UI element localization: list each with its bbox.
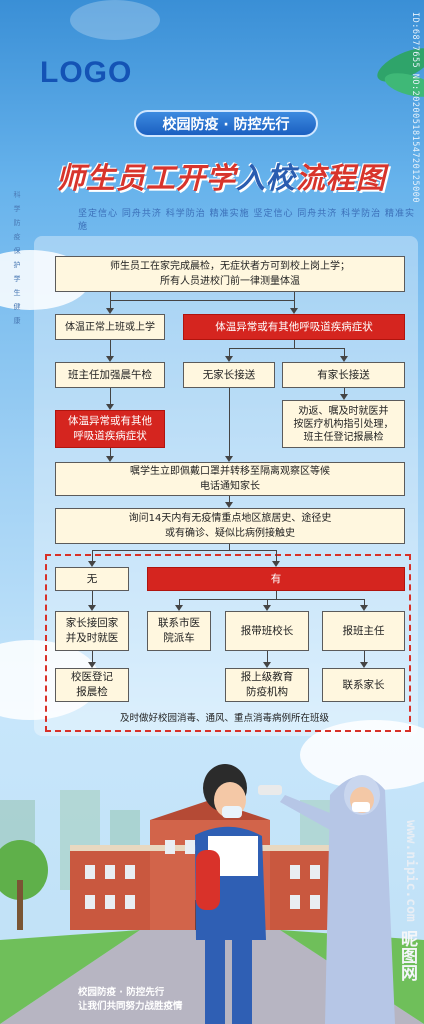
arrow: [106, 404, 114, 410]
arrow: [106, 456, 114, 462]
side-char: 学: [13, 275, 21, 283]
flow-box-with-parent: 有家长接送: [282, 362, 405, 388]
flow-box-temp-normal: 体温正常上班或上学: [55, 314, 165, 340]
arrow: [175, 605, 183, 611]
side-char: 康: [13, 317, 21, 325]
flow-box-no: 无: [55, 567, 129, 591]
flow-box-parent-pickup: 家长接回家 并及时就医: [55, 611, 129, 651]
flow-box-education-authority: 报上级教育 防疫机构: [225, 668, 309, 702]
arrow: [88, 561, 96, 567]
connector: [179, 599, 180, 605]
arrow: [340, 356, 348, 362]
flow-box-no-parent: 无家长接送: [183, 362, 275, 388]
arrow: [225, 502, 233, 508]
arrow: [263, 605, 271, 611]
connector: [229, 544, 230, 550]
footer-slogan: 校园防疫 · 防控先行 让我们共同努力战胜疫情: [78, 986, 183, 1014]
site-watermark: www.nipic.com: [403, 820, 418, 922]
side-vertical-text: 科学防疫保护学生健康: [12, 188, 22, 328]
connector: [276, 550, 277, 561]
cloud: [70, 0, 160, 40]
arrow: [106, 356, 114, 362]
flow-box-yes: 有: [147, 567, 405, 591]
flow-box-hospital: 联系市医 院派车: [147, 611, 211, 651]
connector: [276, 591, 277, 599]
connector: [110, 448, 111, 456]
connector: [344, 388, 345, 394]
arrow: [360, 605, 368, 611]
footer-line: 让我们共同努力战胜疫情: [78, 1001, 183, 1012]
arrow: [263, 662, 271, 668]
connector: [92, 550, 276, 551]
arrow: [340, 394, 348, 400]
connector: [344, 348, 345, 356]
side-char: 防: [13, 219, 21, 227]
campus-illustration: [0, 764, 424, 1024]
title-part: 流程图: [296, 161, 387, 195]
arrow: [360, 662, 368, 668]
arrow: [88, 605, 96, 611]
connector: [229, 388, 230, 456]
arrow: [225, 456, 233, 462]
leaf-decoration: [377, 48, 424, 97]
flow-box-inquiry: 询问14天内有无疫情重点地区旅居史、途径史 或有确诊、疑似比病例接触史: [55, 508, 405, 544]
flow-box-send-home: 劝返、嘱及时就医并 按医疗机构指引处理， 班主任登记报晨检: [282, 400, 405, 448]
arrow: [290, 308, 298, 314]
connector: [110, 388, 111, 404]
connector: [229, 348, 230, 356]
connector: [110, 340, 111, 356]
side-char: 科: [13, 191, 21, 199]
side-char: 健: [13, 303, 21, 311]
flow-box-principal: 报带班校长: [225, 611, 309, 651]
subtitle-line: 坚定信心 同舟共济 科学防治 精准实施 坚定信心 同舟共济 科学防治 精准实施: [78, 209, 416, 232]
flow-note: 及时做好校园消毒、通风、重点消毒病例所在班级: [120, 713, 330, 724]
logo: LOGO: [40, 56, 133, 89]
title-part: 入校: [236, 161, 297, 195]
connector: [364, 599, 365, 605]
slogan-pill: 校园防疫 · 防控先行: [134, 110, 318, 137]
flow-box-temp-abnormal: 体温异常或有其他呼吸道疾病症状: [183, 314, 405, 340]
flow-box-teacher-check: 班主任加强晨午检: [55, 362, 165, 388]
connector: [92, 550, 93, 561]
connector: [294, 292, 295, 308]
brand-watermark: 昵图网: [397, 930, 417, 981]
flow-box-class-teacher: 报班主任: [322, 611, 405, 651]
flow-box-abnormal-symptoms: 体温异常或有其他 呼吸道疾病症状: [55, 410, 165, 448]
footer-line: 校园防疫 · 防控先行: [78, 987, 165, 998]
flow-box-isolation: 嘱学生立即佩戴口罩并转移至隔离观察区等候 电话通知家长: [55, 462, 405, 496]
side-char: 生: [13, 289, 21, 297]
connector: [110, 300, 294, 301]
connector: [267, 651, 268, 662]
page-title: 师生员工开学入校流程图: [56, 155, 386, 197]
image-id-watermark: ID:6877655 NO:20200518154720125000: [410, 12, 420, 203]
arrow: [106, 308, 114, 314]
flow-box-doctor-record: 校医登记 报晨检: [55, 668, 129, 702]
side-char: 护: [13, 261, 21, 269]
arrow: [272, 561, 280, 567]
flow-box-contact-parent: 联系家长: [322, 668, 405, 702]
connector: [267, 599, 268, 605]
side-char: 疫: [13, 233, 21, 241]
connector: [92, 651, 93, 662]
title-part: 师生员工开学: [56, 161, 237, 195]
flow-box-home-check: 师生员工在家完成晨检，无症状者方可到校上岗上学； 所有人员进校门前一律测量体温: [55, 256, 405, 292]
side-char: 保: [13, 247, 21, 255]
arrow: [225, 356, 233, 362]
arrow: [88, 662, 96, 668]
connector: [294, 340, 295, 348]
connector: [364, 651, 365, 662]
dashed-region: [45, 554, 411, 732]
connector: [92, 591, 93, 605]
connector: [229, 348, 344, 349]
connector: [179, 599, 364, 600]
side-char: 学: [13, 205, 21, 213]
connector: [229, 496, 230, 502]
